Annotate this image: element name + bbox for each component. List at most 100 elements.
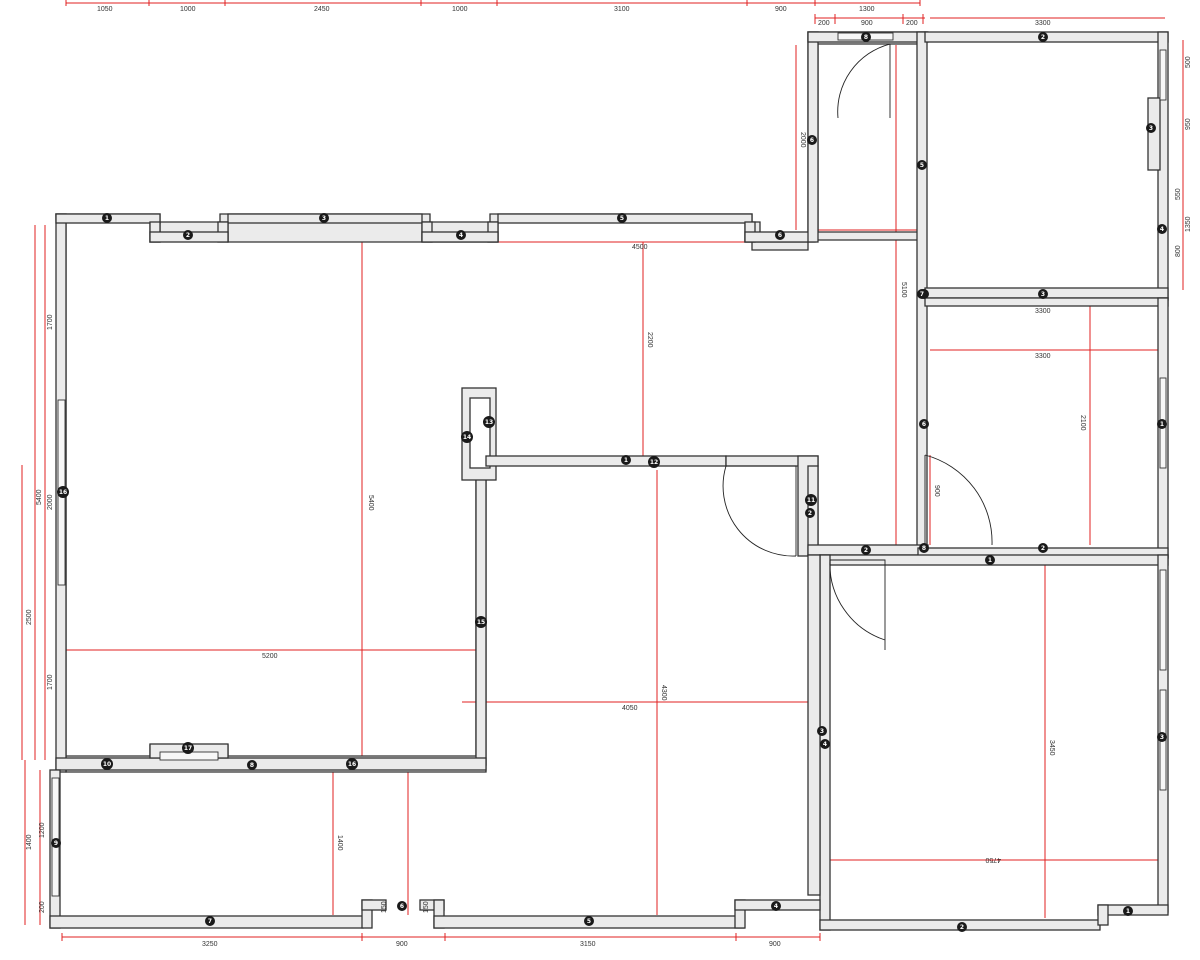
top-dim-r2: 900: [861, 20, 873, 27]
marker-circle: [817, 726, 827, 736]
marker-1-m-a: 1: [102, 213, 112, 223]
left-dimension-chain: 1700 5400 2000 2500 1700 1200 1400 200: [21, 225, 54, 925]
marker-circle: [775, 230, 785, 240]
marker-7-m-n: 7: [917, 289, 927, 299]
marker-label: 3: [322, 215, 326, 222]
marker-2-m-q: 2: [1038, 543, 1048, 553]
marker-circle: [617, 213, 627, 223]
marker-circle: [919, 419, 929, 429]
marker-15-m-y: 15: [475, 616, 487, 628]
marker-circle: [461, 431, 473, 443]
left-dim-2500: 2500: [26, 609, 33, 625]
dim-room-br-h: 3450: [1048, 740, 1055, 756]
window-west-bottom: [51, 777, 60, 897]
marker-circle: [917, 289, 927, 299]
right-dim-1350: 1350: [1185, 216, 1192, 232]
marker-1-m-p: 1: [1157, 419, 1167, 429]
marker-16-m-x: 16: [57, 486, 69, 498]
marker-label: 16: [348, 761, 356, 768]
marker-9-m-ad: 9: [51, 838, 61, 848]
dim-entry-height: 2000: [799, 132, 806, 148]
bottom-dim-3250: 3250: [202, 941, 218, 948]
marker-6-m-f: 6: [775, 230, 785, 240]
door-middle-room: [924, 454, 993, 546]
left-dim-5400: 5400: [36, 489, 43, 505]
marker-label: 11: [807, 497, 815, 504]
marker-4-m-ai: 4: [771, 901, 781, 911]
marker-circle: [805, 508, 815, 518]
marker-label: 17: [184, 745, 192, 752]
top-dim-2: 1000: [180, 6, 196, 13]
small-dims: 150 150: [381, 901, 430, 913]
right-dimension-chain: 500 950 550 800 1350: [1175, 40, 1192, 290]
doors: [722, 43, 993, 650]
bottom-dim-900a: 900: [396, 941, 408, 948]
marker-label: 8: [922, 545, 926, 552]
marker-circle: [805, 494, 817, 506]
marker-label: 6: [778, 232, 782, 239]
marker-circle: [57, 486, 69, 498]
marker-label: 1: [105, 215, 109, 222]
door-bottom-right: [829, 559, 886, 650]
marker-3-m-ag: 3: [1157, 732, 1167, 742]
marker-4-m-k: 4: [1157, 224, 1167, 234]
marker-label: 2: [186, 232, 190, 239]
marker-5-m-aj: 5: [584, 916, 594, 926]
dim-corridor-h: 2200: [646, 332, 653, 348]
marker-2-m-b: 2: [183, 230, 193, 240]
marker-circle: [101, 758, 113, 770]
dim-main-room-width: 5200: [262, 653, 278, 660]
marker-circle: [1038, 543, 1048, 553]
marker-8-m-h: 8: [861, 32, 871, 42]
marker-label: 3: [1160, 734, 1164, 741]
marker-label: 15: [477, 619, 485, 626]
marker-circle: [807, 135, 817, 145]
marker-circle: [1146, 123, 1156, 133]
bottom-dimension-chain: 3250 900 3150 900: [61, 933, 821, 948]
marker-circle: [957, 922, 967, 932]
right-dim-550: 550: [1175, 188, 1182, 200]
marker-14-m-r: 14: [461, 431, 473, 443]
dim-main-room-height: 5400: [367, 495, 374, 511]
marker-6-m-ak: 6: [397, 901, 407, 911]
top-dim-5: 3100: [614, 6, 630, 13]
marker-circle: [346, 758, 358, 770]
interior-dimensions: 5400 5200 2200 4500 1300 5100 2000 3300 …: [66, 45, 1165, 918]
marker-label: 6: [400, 903, 404, 910]
right-dim-800: 800: [1175, 245, 1182, 257]
marker-circle: [1157, 224, 1167, 234]
dim-room-br-w: 4750: [985, 856, 1001, 863]
top-dim-room-tr: 3300: [1035, 20, 1051, 27]
marker-11-m-v: 11: [805, 494, 817, 506]
marker-label: 5: [920, 162, 924, 169]
marker-label: 16: [59, 489, 67, 496]
dim-door-900: 900: [933, 485, 940, 497]
marker-label: 4: [1160, 226, 1164, 233]
marker-circle: [861, 32, 871, 42]
marker-label: 1: [1126, 908, 1130, 915]
marker-label: 4: [459, 232, 463, 239]
marker-4-m-d: 4: [456, 230, 466, 240]
marker-circle: [205, 916, 215, 926]
marker-circle: [917, 160, 927, 170]
marker-6-m-ah: 6: [919, 419, 929, 429]
door-entry-top: [837, 43, 891, 119]
marker-circle: [1038, 32, 1048, 42]
marker-1-m-an: 1: [1123, 906, 1133, 916]
marker-label: 7: [920, 291, 924, 298]
marker-6-m-m: 6: [807, 135, 817, 145]
marker-label: 6: [922, 421, 926, 428]
left-dim-200: 200: [39, 901, 46, 913]
marker-label: 2: [808, 510, 812, 517]
marker-16-m-ac: 16: [346, 758, 358, 770]
marker-label: 4: [823, 741, 827, 748]
marker-13-m-s: 13: [483, 416, 495, 428]
marker-circle: [621, 455, 631, 465]
door-corridor: [722, 465, 797, 557]
marker-label: 13: [485, 419, 493, 426]
marker-2-m-i: 2: [1038, 32, 1048, 42]
marker-label: 7: [208, 918, 212, 925]
marker-circle: [1038, 289, 1048, 299]
marker-label: 6: [810, 137, 814, 144]
